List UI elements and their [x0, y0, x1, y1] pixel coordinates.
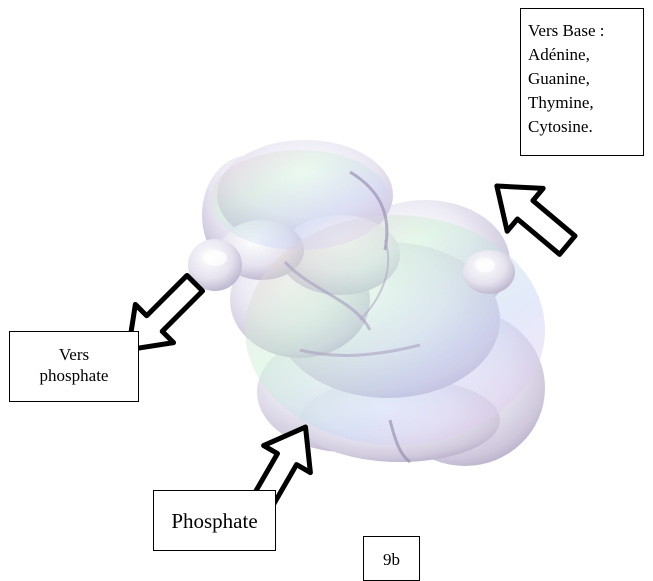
figure-number-box: 9b [363, 536, 420, 581]
base-label-line: Cytosine. [528, 115, 637, 139]
figure-number: 9b [383, 550, 400, 569]
right-sphere [463, 250, 515, 294]
phosphate-label: Phosphate [171, 509, 257, 533]
base-label-line: Adénine, [528, 43, 637, 67]
base-label-box: Vers Base : Adénine, Guanine, Thymine, C… [520, 8, 644, 156]
vers-phosphate-label-line: phosphate [10, 365, 138, 386]
base-label-line: Vers Base : [528, 19, 637, 43]
base-label-line: Thymine, [528, 91, 637, 115]
phosphate-label-box: Phosphate [153, 490, 276, 551]
molecule-body [202, 140, 545, 466]
vers-phosphate-label-box: Vers phosphate [9, 331, 139, 402]
vers-phosphate-label-line: Vers [10, 344, 138, 365]
base-label-line: Guanine, [528, 67, 637, 91]
